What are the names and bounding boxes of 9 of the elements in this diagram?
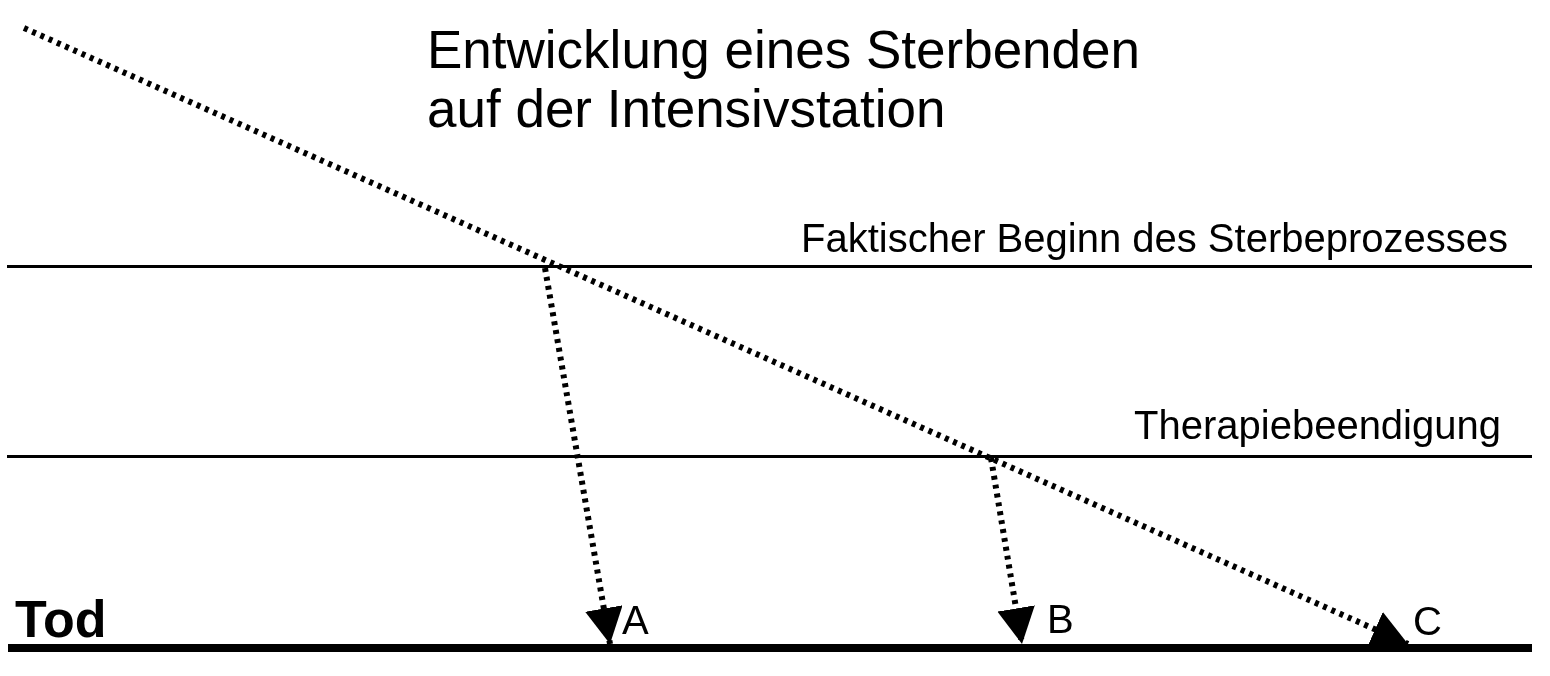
- dotted-arrow: [542, 267, 623, 645]
- dotted-arrow: [988, 457, 1035, 645]
- dotted-arrow: [22, 25, 1410, 647]
- line-label: Faktischer Beginn des Sterbeprozesses: [800, 215, 1508, 261]
- line-label: Tod: [15, 590, 107, 650]
- horizontal-line: [7, 455, 1532, 458]
- horizontal-line: [7, 265, 1532, 268]
- diagram-title: Entwicklung eines Sterbenden auf der Intensivstation: [427, 21, 1141, 138]
- line-label: Therapiebeendigung: [1134, 402, 1501, 448]
